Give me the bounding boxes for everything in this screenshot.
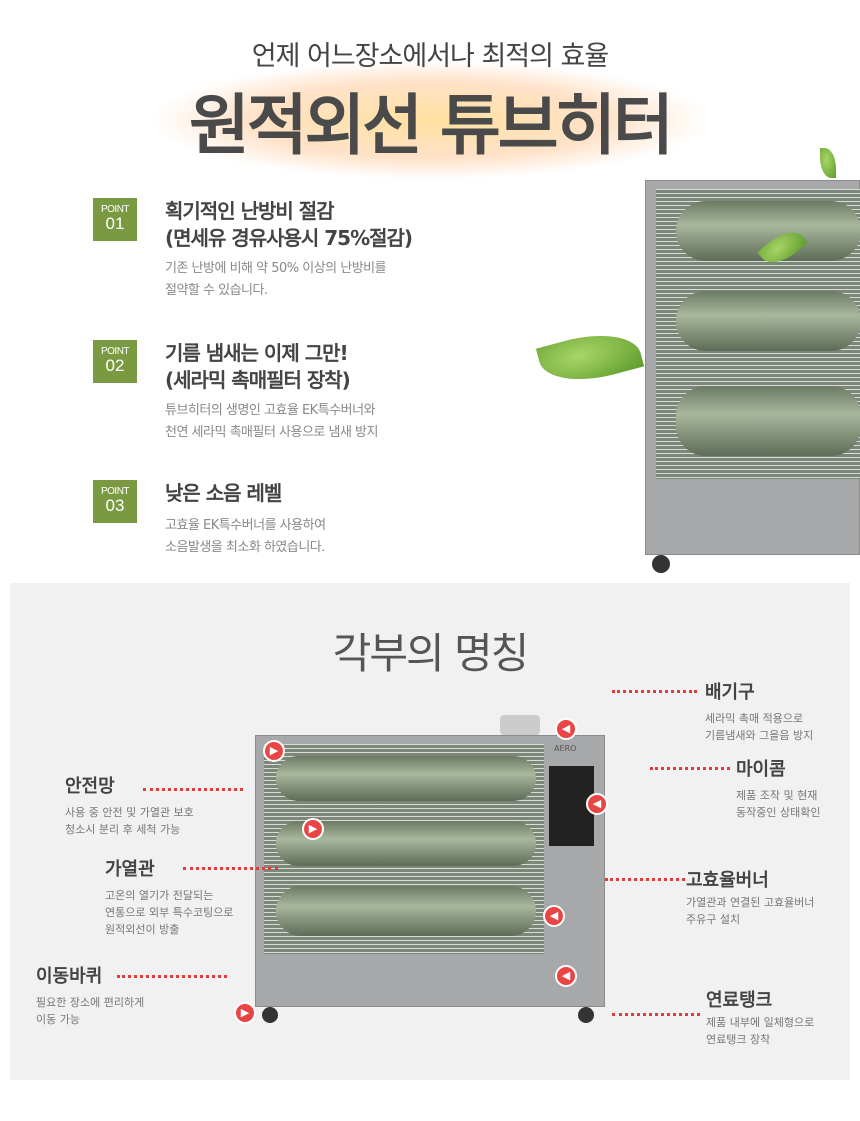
- part-name: 가열관: [105, 859, 155, 880]
- marker-back-icon[interactable]: ◀: [555, 965, 577, 987]
- part-safety-net: 안전망 사용 중 안전 및 가열관 보호 청소시 분리 후 세척 가능: [65, 772, 194, 838]
- leader-line: [612, 1013, 700, 1016]
- part-burner: 고효율버너 가열관과 연결된 고효율버너 주유구 설치: [686, 866, 814, 928]
- point-tag: POINT: [100, 204, 130, 215]
- point-num: 01: [105, 214, 125, 233]
- part-desc: 연료탱크 장착: [706, 1033, 771, 1046]
- marker-back-icon[interactable]: ◀: [586, 793, 608, 815]
- marker-back-icon[interactable]: ◀: [555, 718, 577, 740]
- part-name: 배기구: [705, 682, 755, 703]
- part-heating-tube: 가열관 고온의 열기가 전달되는 연통으로 외부 특수코팅으로 원적외선이 방출: [105, 855, 233, 938]
- part-desc: 제품 내부에 일체형으로: [706, 1016, 815, 1029]
- part-desc: 동작중인 상태확인: [736, 806, 821, 819]
- leader-line: [117, 975, 227, 978]
- part-name: 고효율버너: [686, 870, 769, 891]
- part-desc: 고온의 열기가 전달되는: [105, 889, 214, 902]
- part-wheels: 이동바퀴 필요한 장소에 편리하게 이동 가능: [36, 962, 144, 1028]
- part-desc: 이동 가능: [36, 1013, 80, 1026]
- point-title: (면세유 경유사용시 75%절감): [165, 226, 413, 250]
- point-title: 낮은 소음 레벨: [165, 481, 282, 505]
- leader-line: [605, 878, 685, 881]
- part-desc: 연통으로 외부 특수코팅으로: [105, 906, 234, 919]
- exhaust-vent: [500, 715, 540, 735]
- part-desc: 청소시 분리 후 세척 가능: [65, 823, 181, 836]
- marker-play-icon[interactable]: ▶: [263, 740, 285, 762]
- part-microcom: 마이콤 제품 조작 및 현재 동작중인 상태확인: [736, 755, 820, 821]
- parts-title: 각부의 명칭: [332, 629, 530, 678]
- marker-back-icon[interactable]: ◀: [543, 905, 565, 927]
- wheel-icon: [652, 555, 670, 573]
- point-desc: 소음발생을 최소화 하였습니다.: [165, 540, 325, 555]
- leader-line: [612, 690, 697, 693]
- part-desc: 제품 조작 및 현재: [736, 789, 818, 802]
- point-desc: 고효율 EK특수버너를 사용하여: [165, 518, 326, 533]
- heater-product-image: [645, 180, 860, 555]
- point-02: 기름 냄새는 이제 그만! (세라믹 촉매필터 장착) 튜브히터의 생명인 고효…: [165, 340, 378, 444]
- point-title: 획기적인 난방비 절감: [165, 199, 335, 223]
- leader-line: [143, 788, 243, 791]
- part-desc: 기름냄새와 그을음 방지: [705, 729, 814, 742]
- point-title: 기름 냄새는 이제 그만!: [165, 341, 349, 365]
- point-tag: POINT: [100, 346, 130, 357]
- point-desc: 튜브히터의 생명인 고효율 EK특수버너와: [165, 403, 375, 418]
- part-name: 연료탱크: [706, 990, 773, 1011]
- part-desc: 필요한 장소에 편리하게: [36, 996, 145, 1009]
- point-desc: 기존 난방에 비해 약 50% 이상의 난방비를: [165, 261, 387, 276]
- point-title: (세라믹 촉매필터 장착): [165, 368, 351, 392]
- point-tag: POINT: [100, 486, 130, 497]
- point-desc: 절약할 수 있습니다.: [165, 283, 268, 298]
- wheel-icon: [262, 1007, 278, 1023]
- leader-line: [650, 767, 730, 770]
- part-desc: 사용 중 안전 및 가열관 보호: [65, 806, 194, 819]
- point-num: 03: [105, 496, 125, 515]
- point-01: 획기적인 난방비 절감 (면세유 경유사용시 75%절감) 기존 난방에 비해 …: [165, 198, 413, 302]
- wheel-icon: [578, 1007, 594, 1023]
- part-name: 이동바퀴: [36, 966, 103, 987]
- header-title: 원적외선 튜브히터: [189, 87, 674, 164]
- part-desc: 세라믹 촉매 적용으로: [705, 712, 804, 725]
- part-desc: 가열관과 연결된 고효율버너: [686, 896, 815, 909]
- part-name: 안전망: [65, 776, 115, 797]
- part-exhaust: 배기구 세라믹 촉매 적용으로 기름냄새와 그을음 방지: [705, 678, 813, 744]
- brand-label: AERO: [554, 744, 577, 753]
- part-desc: 주유구 설치: [686, 913, 741, 926]
- point-num: 02: [105, 356, 125, 375]
- marker-play-icon[interactable]: ▶: [234, 1002, 256, 1024]
- leader-line: [183, 867, 278, 870]
- heater-diagram: AERO: [255, 735, 605, 1007]
- leaf-decoration: [820, 148, 836, 178]
- header-subtitle: 언제 어느장소에서나 최적의 효율: [251, 41, 610, 72]
- point-desc: 천연 세라믹 촉매필터 사용으로 냄새 방지: [165, 425, 378, 440]
- part-fuel-tank: 연료탱크 제품 내부에 일체형으로 연료탱크 장착: [706, 986, 814, 1048]
- leaf-decoration: [535, 322, 645, 393]
- part-name: 마이콤: [736, 759, 786, 780]
- part-desc: 원적외선이 방출: [105, 923, 180, 936]
- point-03: 낮은 소음 레벨 고효율 EK특수버너를 사용하여 소음발생을 최소화 하였습니…: [165, 480, 326, 559]
- flame-swirl-decoration: [150, 60, 710, 180]
- marker-play-icon[interactable]: ▶: [302, 818, 324, 840]
